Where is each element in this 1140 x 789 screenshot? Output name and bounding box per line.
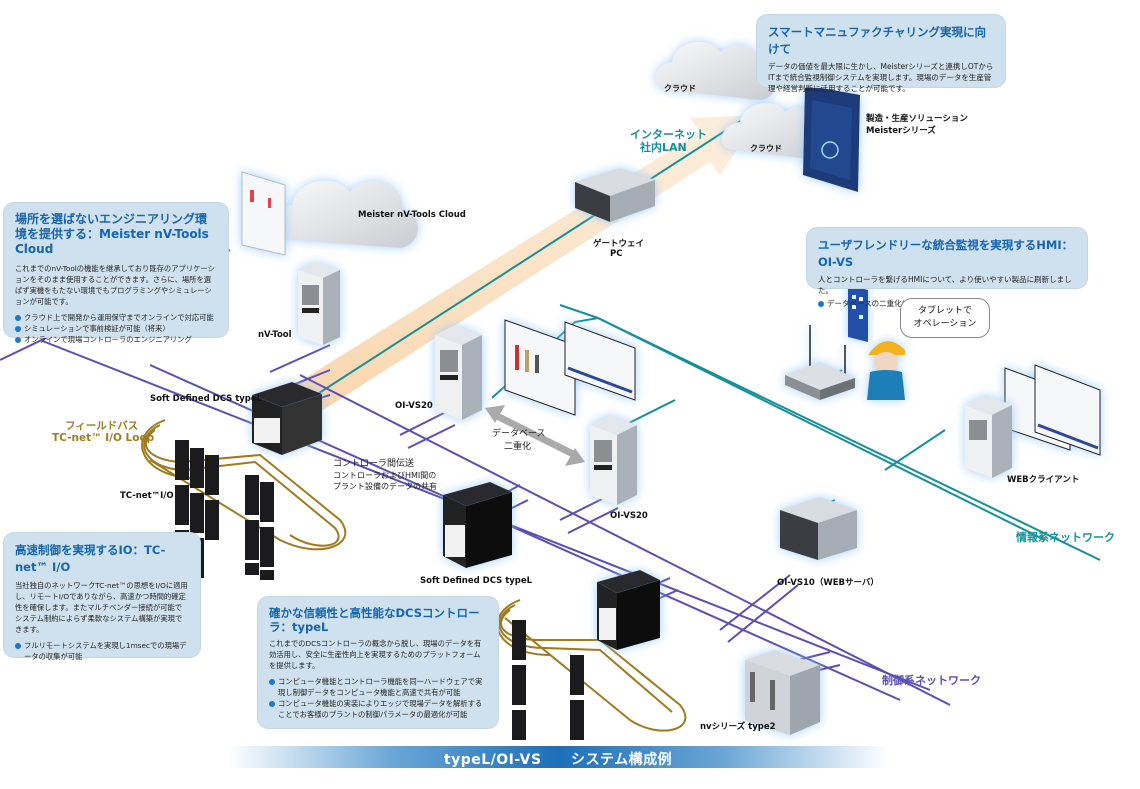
footer-title-bar: typeL/OI-VS システム構成例 [228, 746, 888, 768]
info-box-title: 場所を選ばないエンジニアリング環境を提供する：Meister nV-Tools … [15, 212, 209, 256]
tcnet-io-label: TC-net™I/O [120, 491, 174, 501]
operator-worker-icon [867, 341, 905, 400]
bubble-text-line1: タブレットで [917, 306, 972, 316]
db-duplication-label-line1: データベース [492, 429, 546, 439]
info-box-body: データの価値を最大限に生かし、Meisterシリーズと連携しOTからITまで統合… [768, 62, 994, 93]
controller-comm-label-line1: コントローラ間伝送 [333, 459, 415, 469]
gateway-pc-icon [575, 168, 655, 222]
dcs-top-label: Soft Defined DCS typeL [150, 394, 263, 404]
info-box-nv-tools-cloud: 場所を選ばないエンジニアリング環境を提供する：Meister nV-Tools … [4, 203, 228, 344]
footer-title-ja: システム構成例 [570, 752, 673, 768]
info-box-bullets: データベースの二重化により高信頼を実現 [818, 298, 1076, 309]
info-box-title: スマートマニュファクチャリング実現に向けて [768, 25, 987, 56]
info-box-bullets: フルリモートシステムを実現し1msecでの現場データの収集が可能 [15, 640, 189, 662]
db-duplication-label-line2: 二重化 [504, 442, 532, 452]
controller-comm-label-line3: プラント設備のデータの共有 [333, 482, 437, 491]
dcs-controller-bottom-icon [443, 482, 512, 568]
info-box-body: これまでのDCSコントローラの概念から脱し、現場のデータを有効活用し、安全に生産… [269, 639, 482, 670]
nv-tool-server-icon [298, 262, 340, 345]
nv-tools-cloud-label: Meister nV-Tools Cloud [358, 210, 466, 220]
info-box-title: 確かな信頼性と高性能なDCSコントローラ：typeL [269, 606, 480, 634]
oivs10-label: OI-VS10（WEBサーバ） [777, 578, 879, 588]
dcs-controller-top-icon [252, 382, 322, 455]
bullet-item: クラウド上で開発から運用保守までオンラインで対応可能 [15, 312, 217, 323]
cloud-label: クラウド [750, 144, 782, 153]
info-box-body: 人とコントローラを繋げるHMIについて、より使いやすい製品に刷新しました。 [818, 275, 1072, 295]
nv-series-type2-icon [745, 650, 820, 735]
cloud-label: クラウド [664, 84, 696, 93]
bullet-item: コンピュータ機能とコントローラ機能を同一ハードウェアで実現し制御データをコンピュ… [269, 676, 487, 698]
info-box-tcnet-io: 高速制御を実現するIO：TC-net™ I/O 当社独自のネットワークTC-ne… [4, 533, 200, 661]
info-box-smart-manufacturing: スマートマニュファクチャリング実現に向けて データの価値を最大限に生かし、Mei… [757, 15, 1005, 93]
info-box-title: ユーザフレンドリーな統合監視を実現するHMI：OI-VS [818, 238, 1074, 269]
info-box-bullets: クラウド上で開発から運用保守までオンラインで対応可能 シミュレーションで事前検証… [15, 312, 217, 345]
nv-tools-cloud-icon [275, 180, 418, 248]
bubble-text-line2: オペレーション [913, 319, 977, 329]
fieldbus-label-line2: TC-net™ I/O Loop [52, 432, 155, 444]
engineering-screen-icon [241, 171, 286, 256]
wireless-router-icon [785, 325, 855, 400]
meister-series-label-line1: 製造・生産ソリューション [866, 114, 968, 124]
db-duplication-arrow [485, 405, 585, 466]
internet-label-line1: インターネット [630, 128, 707, 141]
fieldbus-loop-left [141, 419, 347, 551]
tablet-operation-bubble: タブレットで オペレーション [900, 298, 990, 338]
gateway-label-line2: PC [610, 249, 623, 259]
gateway-label-line1: ゲートウェイ [593, 239, 645, 249]
meister-series-panel [803, 85, 860, 192]
bullet-item: コンピュータ機能の実装によりエッジで現場データを解析することでお客様のプラントの… [269, 698, 487, 720]
control-network-label: 制御系ネットワーク [882, 674, 981, 687]
control-network-lines [0, 249, 951, 706]
dcs-controller-right-icon [597, 570, 660, 650]
dcs-bottom-label: Soft Defined DCS typeL [420, 576, 533, 586]
oi-vs20-server-a-icon [435, 325, 482, 420]
nv-type2-label: nvシリーズ type2 [700, 722, 776, 732]
hmi-screens-icon [504, 319, 636, 416]
info-box-title: 高速制御を実現するIO：TC-net™ I/O [15, 543, 166, 574]
controller-comm-label-line2: コントローラおよびHMI間の [333, 471, 437, 480]
fieldbus-label-line1: フィールドバス [65, 420, 139, 432]
info-box-body: 当社独自のネットワークTC-net™の思想をI/Oに適用し、リモートI/Oであり… [15, 581, 188, 634]
bullet-item: フルリモートシステムを実現し1msecでの現場データの収集が可能 [15, 640, 189, 662]
cloud-icon [655, 41, 775, 100]
fieldbus-loop-right [496, 599, 687, 732]
info-network-label: 情報系ネットワーク [1016, 531, 1115, 544]
nv-tool-label: nV-Tool [258, 330, 292, 340]
oi-vs20-server-b-icon [590, 415, 637, 505]
info-box-hmi-oivs: ユーザフレンドリーな統合監視を実現するHMI：OI-VS 人とコントローラを繋げ… [807, 228, 1087, 308]
internet-label-line2: 社内LAN [640, 141, 687, 154]
meister-series-label-line2: Meisterシリーズ [866, 126, 936, 136]
oi-vs10-web-server-icon [780, 497, 857, 560]
footer-title-en: typeL/OI-VS [443, 752, 542, 768]
info-box-body: これまでのnV-Toolの機能を継承しており既存のアプリケーションをそのまま使用… [15, 264, 215, 306]
footer-title: typeL/OI-VS システム構成例 [228, 749, 888, 769]
web-client-screens-icon [1004, 364, 1101, 456]
oivs20-a-label: OI-VS20 [395, 401, 433, 411]
bullet-item: シミュレーションで事前検証が可能（将来） [15, 323, 217, 334]
bullet-item: データベースの二重化により高信頼を実現 [818, 298, 1076, 309]
oivs20-b-label: OI-VS20 [610, 511, 648, 521]
info-box-bullets: コンピュータ機能とコントローラ機能を同一ハードウェアで実現し制御データをコンピュ… [269, 676, 487, 720]
web-client-pc-icon [965, 395, 1012, 478]
bullet-item: オンラインで現場コントローラのエンジニアリング [15, 334, 217, 345]
info-box-dcs-typel: 確かな信頼性と高性能なDCSコントローラ：typeL これまでのDCSコントロー… [258, 597, 498, 728]
io-modules-right [512, 620, 584, 740]
web-client-label: WEBクライアント [1007, 475, 1080, 485]
tablet-icon [848, 285, 868, 342]
